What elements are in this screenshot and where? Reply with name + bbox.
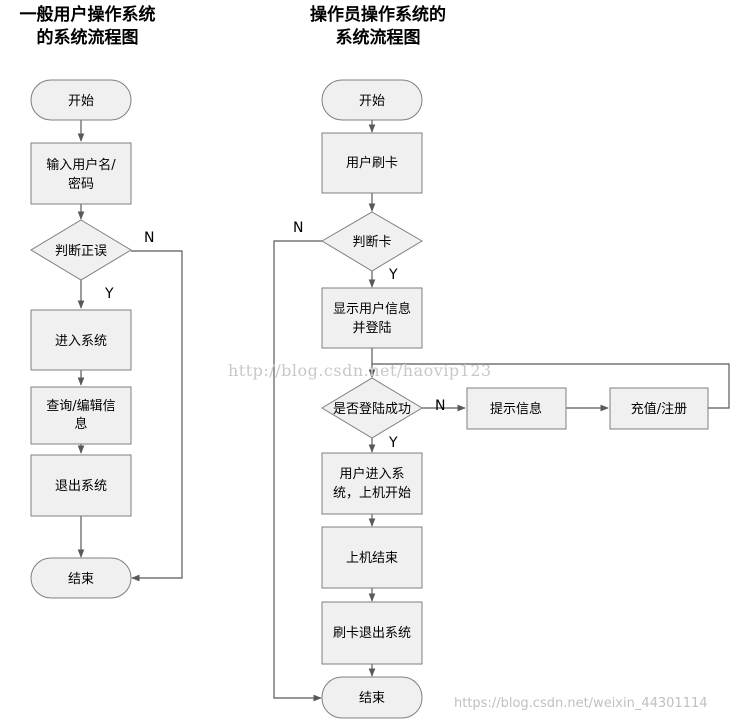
left-end-node (30, 557, 132, 599)
left-start-label: 开始 (68, 94, 94, 109)
right-start-node (321, 79, 423, 121)
left-query-label-line2: 息 (74, 416, 87, 432)
right-hint-label: 提示信息 (490, 401, 542, 417)
right-title-line1: 操作员操作系统的 (310, 5, 446, 25)
right-no-card-label: N (293, 220, 303, 236)
right-judge-card-node (321, 211, 423, 272)
right-login-node (321, 377, 423, 439)
watermark-center: http://blog.csdn.net/haovip123 (228, 361, 492, 380)
right-judge-card-label: 判断卡 (352, 235, 391, 250)
right-hint-node (466, 387, 567, 430)
right-no-login-label: N (435, 398, 445, 414)
right-show-node (321, 287, 423, 349)
left-input-label-line1: 输入用户名/ (46, 157, 116, 173)
left-query-label-line1: 查询/编辑信 (46, 399, 115, 414)
left-judge-label: 判断正误 (55, 244, 107, 259)
left-exit-node (30, 454, 132, 517)
left-judge-node (30, 219, 132, 281)
right-title: 操作员操作系统的 系统流程图 (288, 4, 468, 50)
right-yes-login-label: Y (388, 435, 398, 451)
right-recharge-label: 充值/注册 (631, 401, 687, 417)
right-enter-label-line2: 统，上机开始 (333, 486, 411, 501)
right-show-label-line1: 显示用户信息 (333, 301, 411, 317)
right-enter-node (321, 452, 423, 515)
left-enter-label: 进入系统 (55, 334, 107, 349)
right-login-label: 是否登陆成功 (333, 401, 411, 417)
left-input-label-line2: 密码 (68, 176, 94, 192)
left-connector-no-loop (131, 250, 183, 582)
right-start-label: 开始 (359, 94, 385, 109)
left-enter-node (30, 309, 132, 371)
left-start-node (30, 79, 132, 121)
left-title-line2: 的系统流程图 (36, 28, 139, 48)
right-swipeexit-label: 刷卡退出系统 (333, 626, 411, 641)
right-swipe-label: 用户刷卡 (346, 155, 398, 171)
right-enter-label-line1: 用户进入系 (339, 466, 404, 482)
right-show-label-line2: 并登陆 (352, 320, 391, 336)
left-no-label: N (144, 230, 154, 246)
left-end-label: 结束 (68, 572, 94, 587)
right-yes-card-label: Y (388, 267, 398, 283)
right-endsession-node (321, 526, 423, 589)
right-endsession-label: 上机结束 (346, 551, 398, 566)
right-recharge-node (609, 387, 709, 430)
left-exit-label: 退出系统 (55, 479, 107, 494)
right-connector-recharge-loop (372, 363, 730, 409)
left-title-line1: 一般用户操作系统 (19, 5, 156, 25)
right-connector-card-no-loop (273, 240, 322, 702)
right-swipe-node (321, 132, 423, 194)
right-end-node (321, 676, 423, 719)
left-query-node (30, 386, 132, 445)
watermark-bottom: https://blog.csdn.net/weixin_44301114 (454, 696, 708, 711)
right-swipeexit-node (321, 601, 423, 665)
left-title: 一般用户操作系统 的系统流程图 (0, 4, 175, 50)
right-end-label: 结束 (359, 691, 385, 706)
left-input-node (30, 142, 132, 205)
left-yes-label: Y (104, 286, 114, 302)
right-title-line2: 系统流程图 (335, 28, 421, 48)
